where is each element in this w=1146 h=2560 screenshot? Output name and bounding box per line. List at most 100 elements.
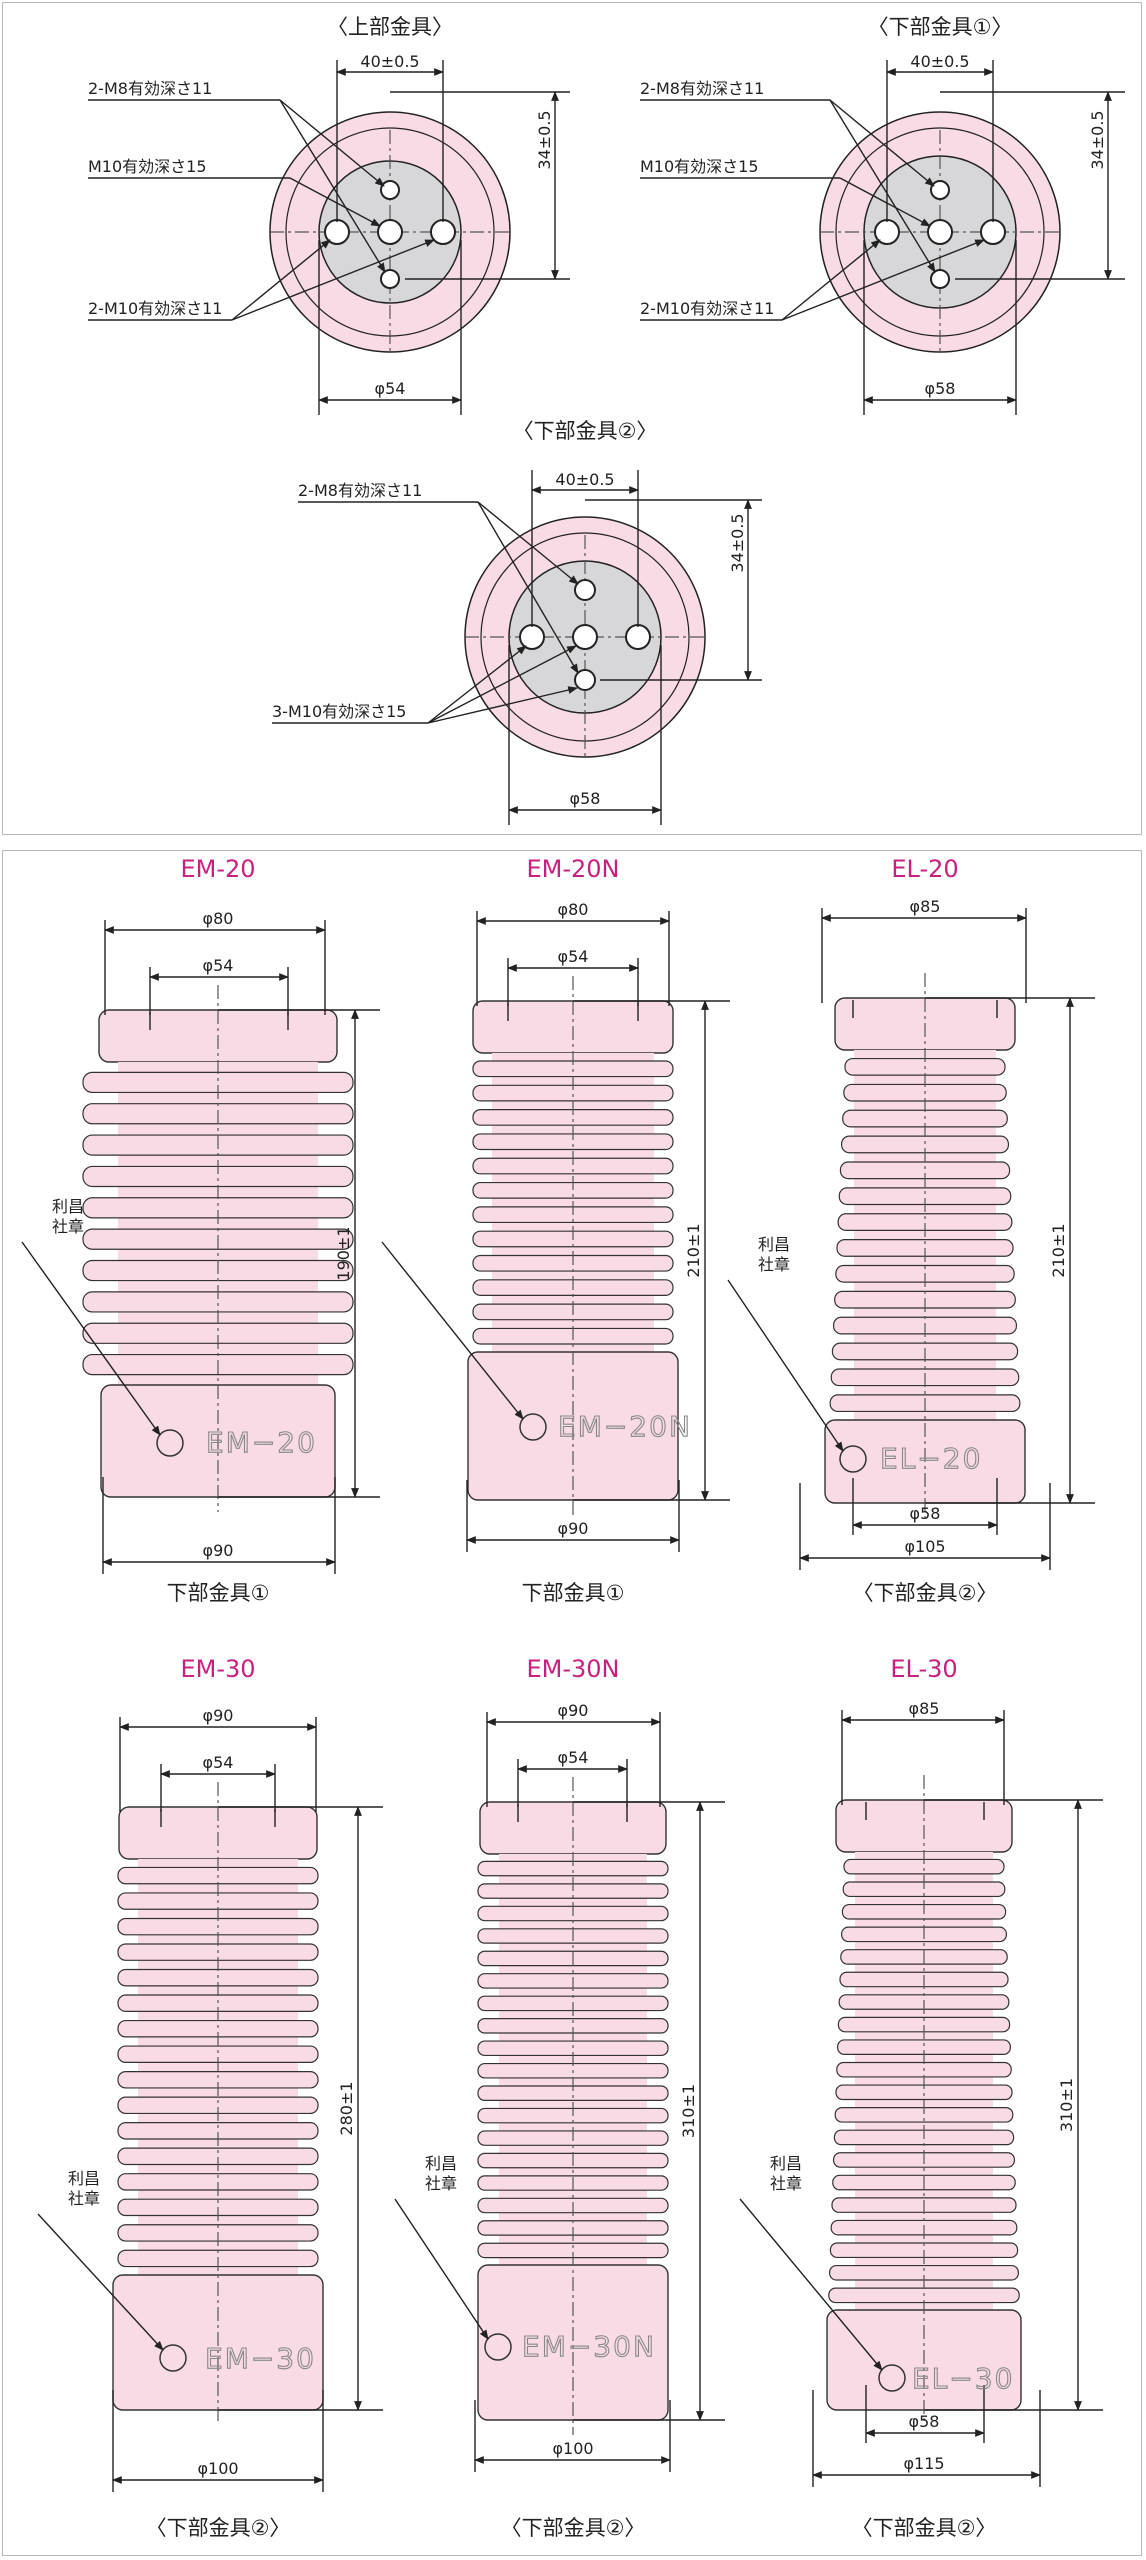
bolt-circle-label: φ58 [910,1504,941,1523]
bottom-diameter-label: φ105 [904,1537,945,1556]
embossed-model: EM−30N [522,2330,656,2363]
maker-leader [394,2198,489,2340]
height-label: 210±1 [1049,1223,1068,1277]
maker-mark [519,1413,547,1441]
maker-label-line1: 利昌 [770,2154,802,2173]
bolt-hole-center [572,624,598,650]
callout-m8: 2-M8有効深さ11 [640,79,764,98]
dim-width-label: 40±0.5 [555,470,614,489]
dim-width-label: 40±0.5 [360,52,419,71]
bolt-hole-m8 [574,579,596,601]
embossed-model: EL−30 [912,2362,1014,2395]
flange-title: 〈下部金具①〉 [868,15,1013,39]
maker-label-line1: 利昌 [68,2169,100,2188]
embossed-model: EM−20 [206,1426,317,1459]
model-name: EM-30 [180,1655,255,1683]
maker-mark [839,1445,867,1473]
dim-width-label: 40±0.5 [910,52,969,71]
height-label: 210±1 [684,1223,703,1277]
callout-m8: 2-M8有効深さ11 [88,79,212,98]
bolt-hole-m8 [380,180,400,200]
bolt-hole-m10-center [377,219,403,245]
bottom-diameter-label: φ90 [203,1541,234,1560]
maker-label-line2: 社章 [770,2174,802,2193]
fitting-caption: 〈下部金具②〉 [852,2516,997,2540]
bottom-diameter-label: φ115 [903,2454,944,2473]
bolt-hole-m10 [625,624,651,650]
maker-label-line1: 利昌 [52,1197,84,1216]
flange-lower-2: 〈下部金具②〉 40±0.5 34±0.5 φ58 2-M8有効深さ11 3-M… [272,419,762,825]
maker-label-line2: 社章 [758,1255,790,1274]
fitting-caption: 下部金具① [167,1581,270,1605]
height-label: 190±1 [334,1226,353,1280]
maker-leader [727,1279,844,1452]
height-label: 310±1 [679,2084,698,2138]
model-name: EM-20N [526,855,619,883]
fitting-caption: 下部金具① [522,1581,625,1605]
dim-height-label: 34±0.5 [535,110,554,169]
maker-mark [878,2364,906,2392]
bolt-hole-m10 [519,624,545,650]
maker-label-line2: 社章 [68,2189,100,2208]
fitting-caption: 〈下部金具②〉 [146,2516,291,2540]
embossed-model: EM−20N [558,1410,692,1443]
fitting-caption: 〈下部金具②〉 [501,2516,646,2540]
model-name: EM-30N [526,1655,619,1683]
bottom-diameter-label: φ100 [197,2459,238,2478]
bottom-diameter-label: φ100 [552,2439,593,2458]
bolt-circle-label: φ54 [558,947,589,966]
maker-leader [37,2213,164,2351]
maker-label-line1: 利昌 [425,2154,457,2173]
flange-title: 〈下部金具②〉 [513,419,658,443]
embossed-model: EM−30 [205,2342,316,2375]
dim-diameter-label: φ58 [570,789,601,808]
maker-label-line1: 利昌 [758,1235,790,1254]
callout-m10: 3-M10有効深さ15 [272,702,406,721]
bolt-hole-m10 [430,219,456,245]
callout-m10: 2-M10有効深さ11 [88,299,222,318]
maker-mark [156,1429,184,1457]
bolt-hole-m10-center [927,219,953,245]
maker-mark [159,2344,187,2372]
dim-diameter-label: φ58 [925,379,956,398]
bolt-circle-label: φ54 [203,956,234,975]
bolt-hole-m10 [980,219,1006,245]
maker-leader [21,1241,161,1436]
maker-mark [484,2333,512,2361]
dim-diameter-label: φ54 [375,379,406,398]
bolt-hole-m8 [930,180,950,200]
bolt-hole-m8 [380,269,400,289]
fitting-caption: 〈下部金具②〉 [853,1581,998,1605]
top-diameter-label: φ85 [910,897,941,916]
callout-m10-center: M10有効深さ15 [640,157,759,176]
top-diameter-label: φ80 [203,909,234,928]
bolt-circle-label: φ54 [203,1753,234,1772]
bottom-diameter-label: φ90 [558,1519,589,1538]
height-label: 280±1 [337,2081,356,2135]
flange-lower-1: 〈下部金具①〉 40±0.5 34±0.5 φ58 2-M8有効深さ11 M10… [640,15,1125,415]
model-name: EL-20 [891,855,958,883]
flange-title: 〈上部金具〉 [327,15,453,39]
model-name: EL-30 [890,1655,957,1683]
height-label: 310±1 [1057,2078,1076,2132]
bolt-hole-m8 [930,269,950,289]
top-diameter-label: φ90 [203,1706,234,1725]
model-name: EM-20 [180,855,255,883]
maker-label-line2: 社章 [52,1217,84,1236]
callout-m10-center: M10有効深さ15 [88,157,207,176]
callout-m10: 2-M10有効深さ11 [640,299,774,318]
embossed-model: EL−20 [880,1442,982,1475]
bolt-hole-m10 [574,669,596,691]
maker-leader [381,1241,524,1420]
bolt-circle-label: φ58 [909,2412,940,2431]
dim-height-label: 34±0.5 [1088,110,1107,169]
dim-height-label: 34±0.5 [728,513,747,572]
maker-label-line2: 社章 [425,2174,457,2193]
